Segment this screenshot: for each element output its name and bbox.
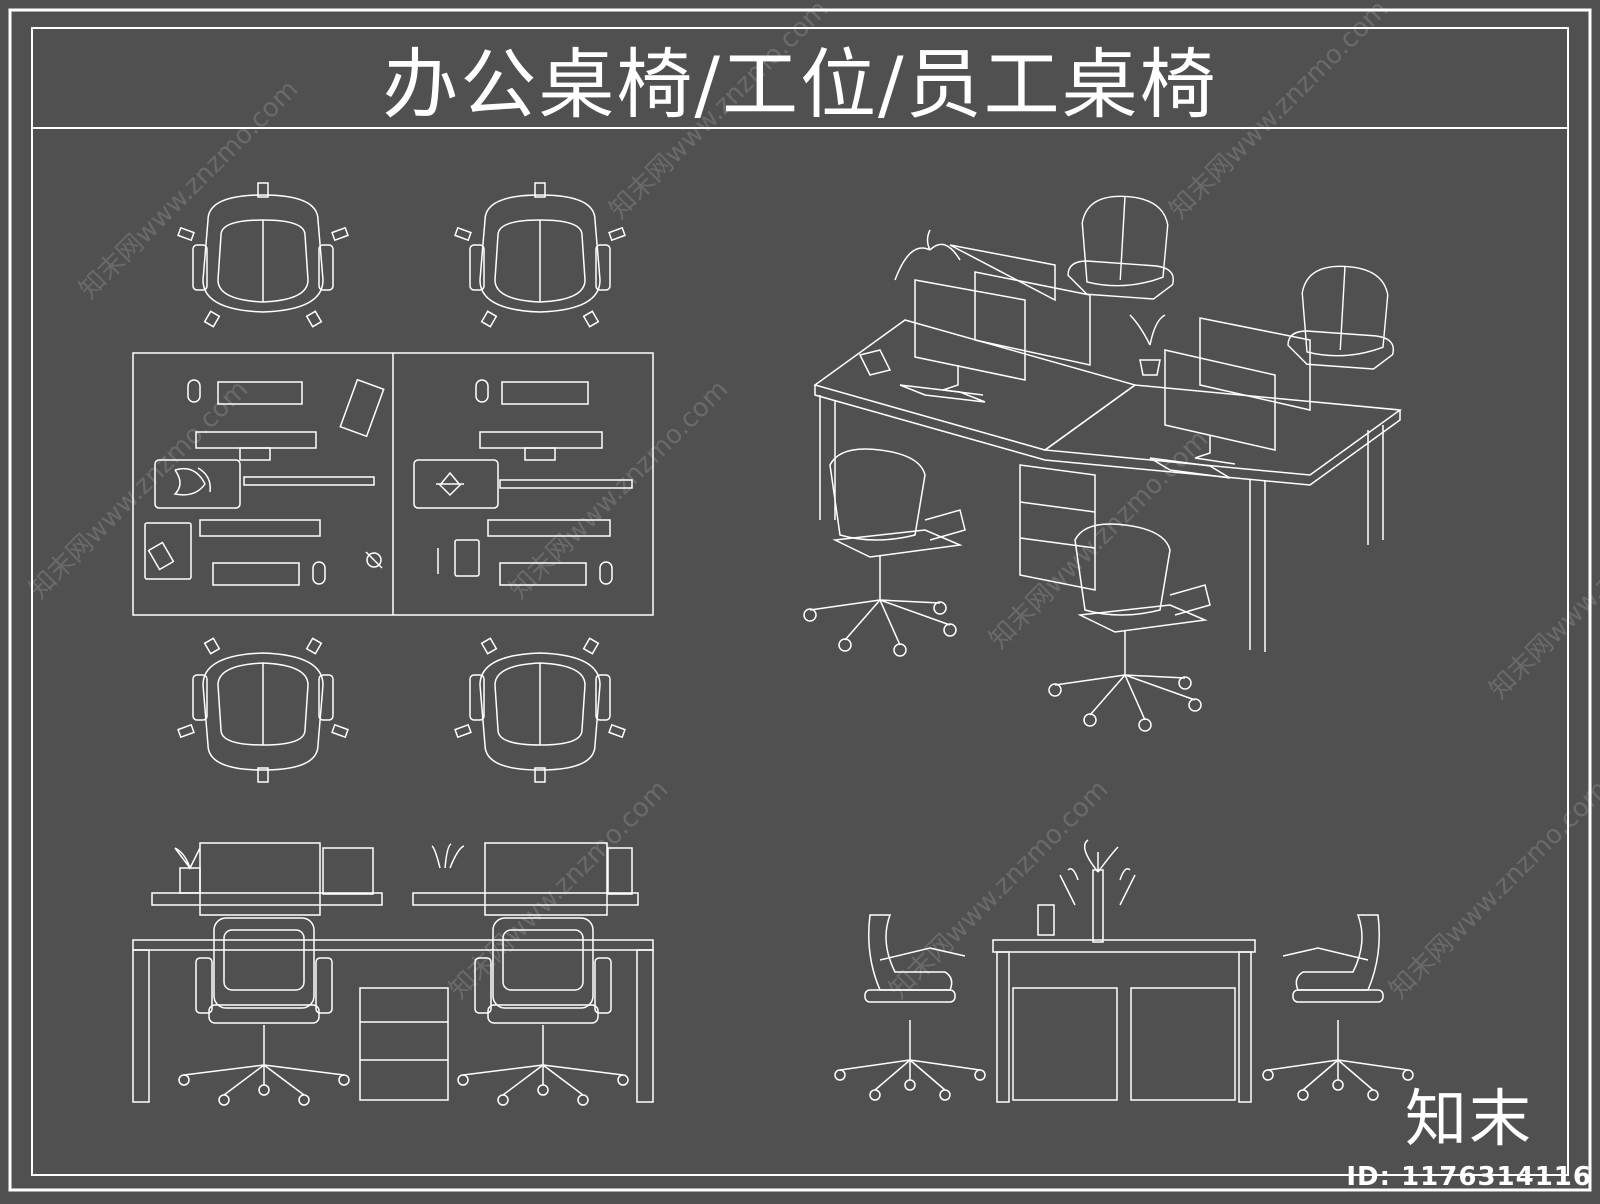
office-chair-top-icon — [455, 183, 625, 327]
mouse-icon — [313, 562, 325, 584]
monitor-stand — [240, 448, 270, 460]
office-chair-front-icon — [179, 918, 349, 1105]
privacy-panel — [1093, 870, 1103, 942]
plant-icon — [1085, 840, 1118, 872]
pedestal-drawer — [1013, 988, 1117, 1100]
chair-base — [835, 1020, 985, 1100]
workstation-isometric-view — [815, 230, 1400, 652]
watermark-text: 知末网www.znzmo.com — [504, 374, 735, 605]
tablet-icon — [455, 540, 479, 576]
office-chair-top-icon — [178, 638, 348, 782]
privacy-panel — [975, 272, 1090, 365]
tablet-icon — [340, 380, 383, 437]
desk-leg — [1239, 952, 1251, 1102]
desk-edge — [815, 385, 1400, 485]
plant-icon — [895, 230, 960, 280]
desk-leg — [997, 952, 1009, 1102]
cup-icon — [1038, 905, 1054, 935]
chair-base — [458, 1025, 628, 1105]
front-chairs — [179, 918, 628, 1105]
pedestal-drawer — [1131, 988, 1235, 1100]
office-chair-iso-icon — [1288, 266, 1393, 369]
plant-icon — [1130, 315, 1165, 375]
workstation-plan-view — [133, 353, 653, 615]
watermark-text: 知末网www.znzmo.com — [1484, 474, 1600, 705]
monitor-icon — [915, 280, 1025, 380]
plan-chairs — [178, 183, 625, 782]
brand-logo: 知末 — [1405, 1068, 1533, 1158]
privacy-panel — [323, 848, 373, 894]
tablet-icon — [860, 350, 890, 375]
desk-leg — [133, 950, 149, 1102]
keyboard-icon — [502, 382, 588, 404]
drawing-title: 办公桌椅/工位/员工桌椅 — [32, 28, 1568, 128]
image-id-label: ID: 1176314116 — [1346, 1162, 1592, 1192]
monitor-icon — [1060, 869, 1135, 905]
monitor-stand — [525, 448, 555, 460]
monitor-icon — [200, 520, 320, 536]
monitor-bar — [244, 477, 374, 485]
desk-top — [133, 940, 653, 950]
monitor-icon — [200, 843, 320, 915]
workstation-side-elevation — [993, 840, 1255, 1102]
desk-leg — [637, 950, 653, 1102]
monitor-back — [950, 245, 1055, 300]
desk-leg — [1250, 480, 1265, 652]
shelf — [152, 893, 382, 905]
mouse-icon — [188, 380, 200, 402]
pedestal-drawer — [360, 988, 448, 1100]
watermark-text: 知末网www.znzmo.com — [24, 374, 255, 605]
office-chair-iso-icon — [1068, 196, 1173, 299]
phone-icon — [149, 542, 174, 569]
isometric-chairs — [804, 196, 1393, 731]
desk-top — [993, 940, 1255, 952]
office-chair-top-icon — [178, 183, 348, 327]
side-chairs — [835, 915, 1413, 1100]
plant-leaf-icon — [175, 468, 210, 495]
chair-base — [1263, 1020, 1413, 1100]
desk-leg — [820, 395, 835, 520]
office-chair-iso-icon — [804, 449, 965, 656]
chair-base — [179, 1025, 349, 1105]
watermark-text: 知末网www.znzmo.com — [444, 774, 675, 1005]
desk-leg — [1368, 425, 1383, 545]
watermark-text: 知末网www.znzmo.com — [984, 424, 1215, 655]
plant-leaf-icon — [436, 473, 464, 495]
keyboard-icon — [213, 563, 299, 585]
watermark-layer: 知末网www.znzmo.com 知末网www.znzmo.com 知末网www.z… — [24, 0, 1600, 1005]
office-chair-side-icon — [1263, 915, 1413, 1100]
mouse-icon — [476, 380, 488, 402]
plant-icon — [175, 848, 200, 893]
mouse-icon — [600, 562, 612, 584]
monitor-icon — [480, 432, 602, 448]
drawing-frame — [10, 10, 1590, 1190]
watermark-text: 知末网www.znzmo.com — [884, 774, 1115, 1005]
office-chair-top-icon — [455, 638, 625, 782]
plant-icon — [432, 844, 464, 868]
